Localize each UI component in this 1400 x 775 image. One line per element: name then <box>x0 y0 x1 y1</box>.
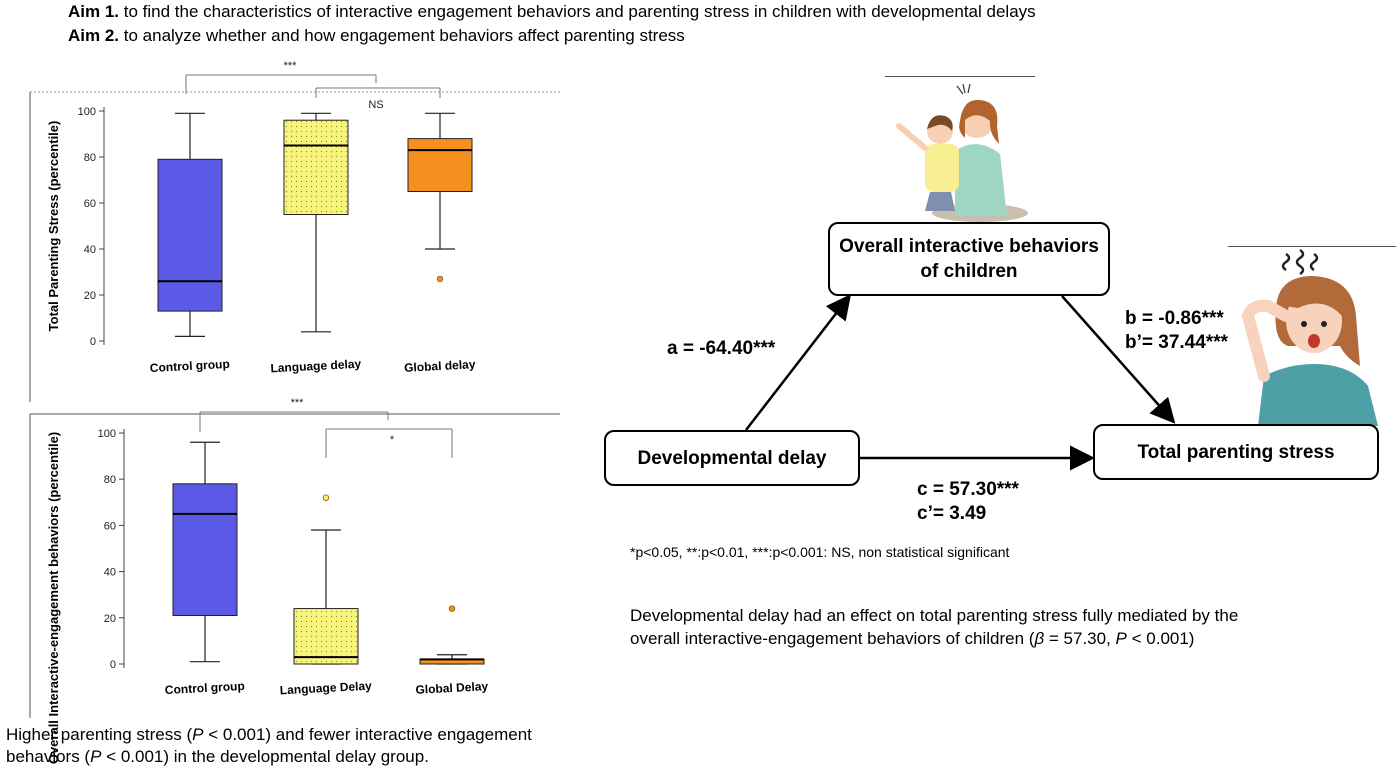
significance-label: * <box>390 434 395 446</box>
aim-2-text: to analyze whether and how engagement be… <box>119 26 685 45</box>
box-language-delay <box>293 608 359 665</box>
x-category-label: Control group <box>149 357 230 375</box>
summary-line1: Developmental delay had an effect on tot… <box>630 606 1239 625</box>
path-a-label: a = -64.40*** <box>667 338 776 359</box>
y-tick-label: 20 <box>84 290 96 302</box>
y-tick-label: 0 <box>90 336 96 348</box>
caption-line2-b: < 0.001) in the developmental delay grou… <box>101 747 429 766</box>
node-outcome: Total parenting stress <box>1093 424 1379 480</box>
y-tick-label: 80 <box>84 152 96 164</box>
predictor-label: Developmental delay <box>637 447 827 469</box>
path-c-prime-label: c’= 3.49 <box>917 503 987 524</box>
caption-line1-a: Higher parenting stress ( <box>6 725 193 744</box>
x-category-label: Global delay <box>404 357 476 375</box>
x-category-label: Language delay <box>270 357 362 376</box>
illustration-rule-1 <box>885 76 1035 77</box>
summary-beta: β <box>1034 629 1045 648</box>
significance-label: *** <box>284 60 298 72</box>
mediator-line2: of children <box>920 261 1018 282</box>
y-tick-label: 80 <box>104 474 116 486</box>
engagement-boxplot: 0 20 40 60 80 100 Overall Interactive-engageme… <box>46 397 489 764</box>
path-b-prime-label: b’= 37.44*** <box>1125 332 1228 353</box>
summary-line2-b: = 57.30, <box>1044 629 1116 648</box>
arrow-a <box>745 294 852 431</box>
y-tick-label: 60 <box>84 198 96 210</box>
box-global-delay <box>407 138 473 192</box>
significance-label: NS <box>368 99 383 111</box>
node-predictor: Developmental delay <box>604 430 860 486</box>
stressed-parent-illustration <box>1241 248 1378 426</box>
box-control-group <box>157 158 223 312</box>
outcome-label: Total parenting stress <box>1137 441 1335 463</box>
aim-2: Aim 2. to analyze whether and how engage… <box>68 26 685 46</box>
mediator-line1: Overall interactive behaviors <box>839 236 1099 257</box>
y-tick-label: 60 <box>104 520 116 532</box>
box-language-delay <box>283 119 349 215</box>
caption-p-1: P <box>192 725 204 744</box>
caption-line1-b: < 0.001) and fewer interactive engagemen… <box>203 725 532 744</box>
path-b-label: b = -0.86*** <box>1125 308 1224 329</box>
y-axis-label: Total Parenting Stress (percentile) <box>46 121 61 332</box>
aim-1-text: to find the characteristics of interacti… <box>119 2 1036 21</box>
aim-2-label: Aim 2. <box>68 26 120 45</box>
caption-line2-a: behaviors ( <box>6 747 91 766</box>
outlier-point <box>448 605 456 612</box>
y-tick-label: 40 <box>84 244 96 256</box>
summary-p: P <box>1115 629 1127 648</box>
y-tick-label: 100 <box>78 106 96 118</box>
box-control-group <box>172 483 238 616</box>
significance-footnote: *p<0.05, **:p<0.01, ***:p<0.001: NS, non… <box>630 544 1010 560</box>
illustration-rule-2 <box>1228 246 1396 247</box>
caption-p-2: P <box>90 747 102 766</box>
y-tick-label: 20 <box>104 613 116 625</box>
outlier-point <box>436 275 444 283</box>
y-tick-label: 40 <box>104 567 116 579</box>
mother-child-illustration <box>896 83 1028 222</box>
y-axis-label: Overall Interactive-engagement behaviors… <box>46 432 61 764</box>
summary-line2-d: < 0.001) <box>1126 629 1195 648</box>
y-tick-label: 0 <box>110 659 116 671</box>
significance-label: *** <box>291 397 305 409</box>
outlier-point <box>322 494 330 501</box>
summary-line2-a: overall interactive-engagement behaviors… <box>630 629 1035 648</box>
x-category-label: Global Delay <box>415 679 489 697</box>
x-category-label: Control group <box>164 679 245 697</box>
x-category-label: Language Delay <box>279 679 372 698</box>
node-mediator: Overall interactive behaviors of children <box>828 222 1110 296</box>
y-tick-label: 100 <box>98 428 116 440</box>
aim-1-label: Aim 1. <box>68 2 120 21</box>
path-c-label: c = 57.30*** <box>917 479 1019 500</box>
mediation-summary: Developmental delay had an effect on tot… <box>630 604 1238 650</box>
left-caption: Higher parenting stress (P < 0.001) and … <box>6 724 532 768</box>
aim-1: Aim 1. to find the characteristics of in… <box>68 2 1036 22</box>
